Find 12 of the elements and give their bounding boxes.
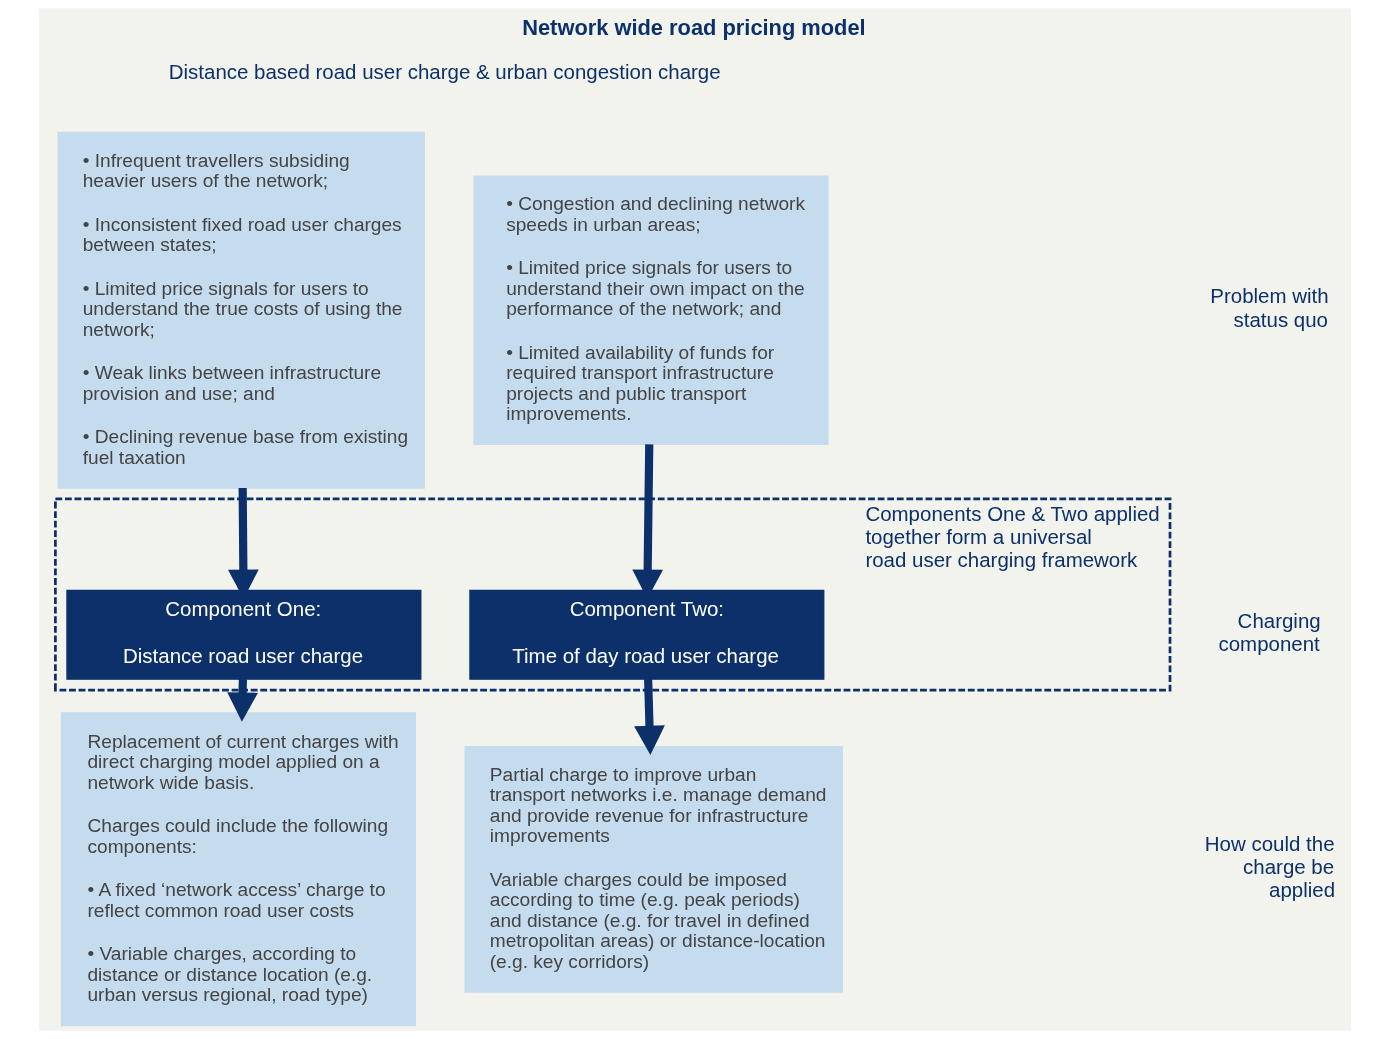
- node-box: Component Two: Time of day road user charge: [468, 589, 824, 680]
- label: How could the charge be applied: [1204, 831, 1335, 902]
- node-box: Partial charge to improve urban transport networks i.e. manage demand and provide revenue for infrastructure improvements Variable charges could be imposed according to time (e.g. peak periods) and distance (e.g. for travel in defined metropolitan areas) or distance-location (e.g. key corridors): [464, 745, 843, 993]
- node-box: • Congestion and declining network speeds in urban areas; • Limited price signals for users to understand their own impact on the performance of the network; and • Limited availability of funds for required transport infrastructure projects and public transport improvements.: [472, 175, 829, 445]
- node-box: • Infrequent travellers subsiding heavier users of the network; • Inconsistent fixed road user charges between states; • Limited price signals for users to understand the true costs of using the network; • Weak links between infrastructure provision and use; and • Declining revenue base from existing fuel taxation: [56, 131, 425, 489]
- label: Distance based road user charge & urban congestion charge: [168, 59, 721, 83]
- node-box: Replacement of current charges with direct charging model applied on a network wide basis. Charges could include the following components: • A fixed ‘network access’ charge to reflect common road user costs • Variable charges, according to distance or distance location (e.g. urban versus regional, road type): [60, 712, 416, 1027]
- node-box: Component One: Distance road user charge: [65, 589, 421, 680]
- arrow: [633, 679, 665, 756]
- diagram-title: Network wide road pricing model: [521, 15, 866, 41]
- label: Charging component: [1218, 608, 1321, 656]
- label: Problem with status quo: [1209, 284, 1329, 331]
